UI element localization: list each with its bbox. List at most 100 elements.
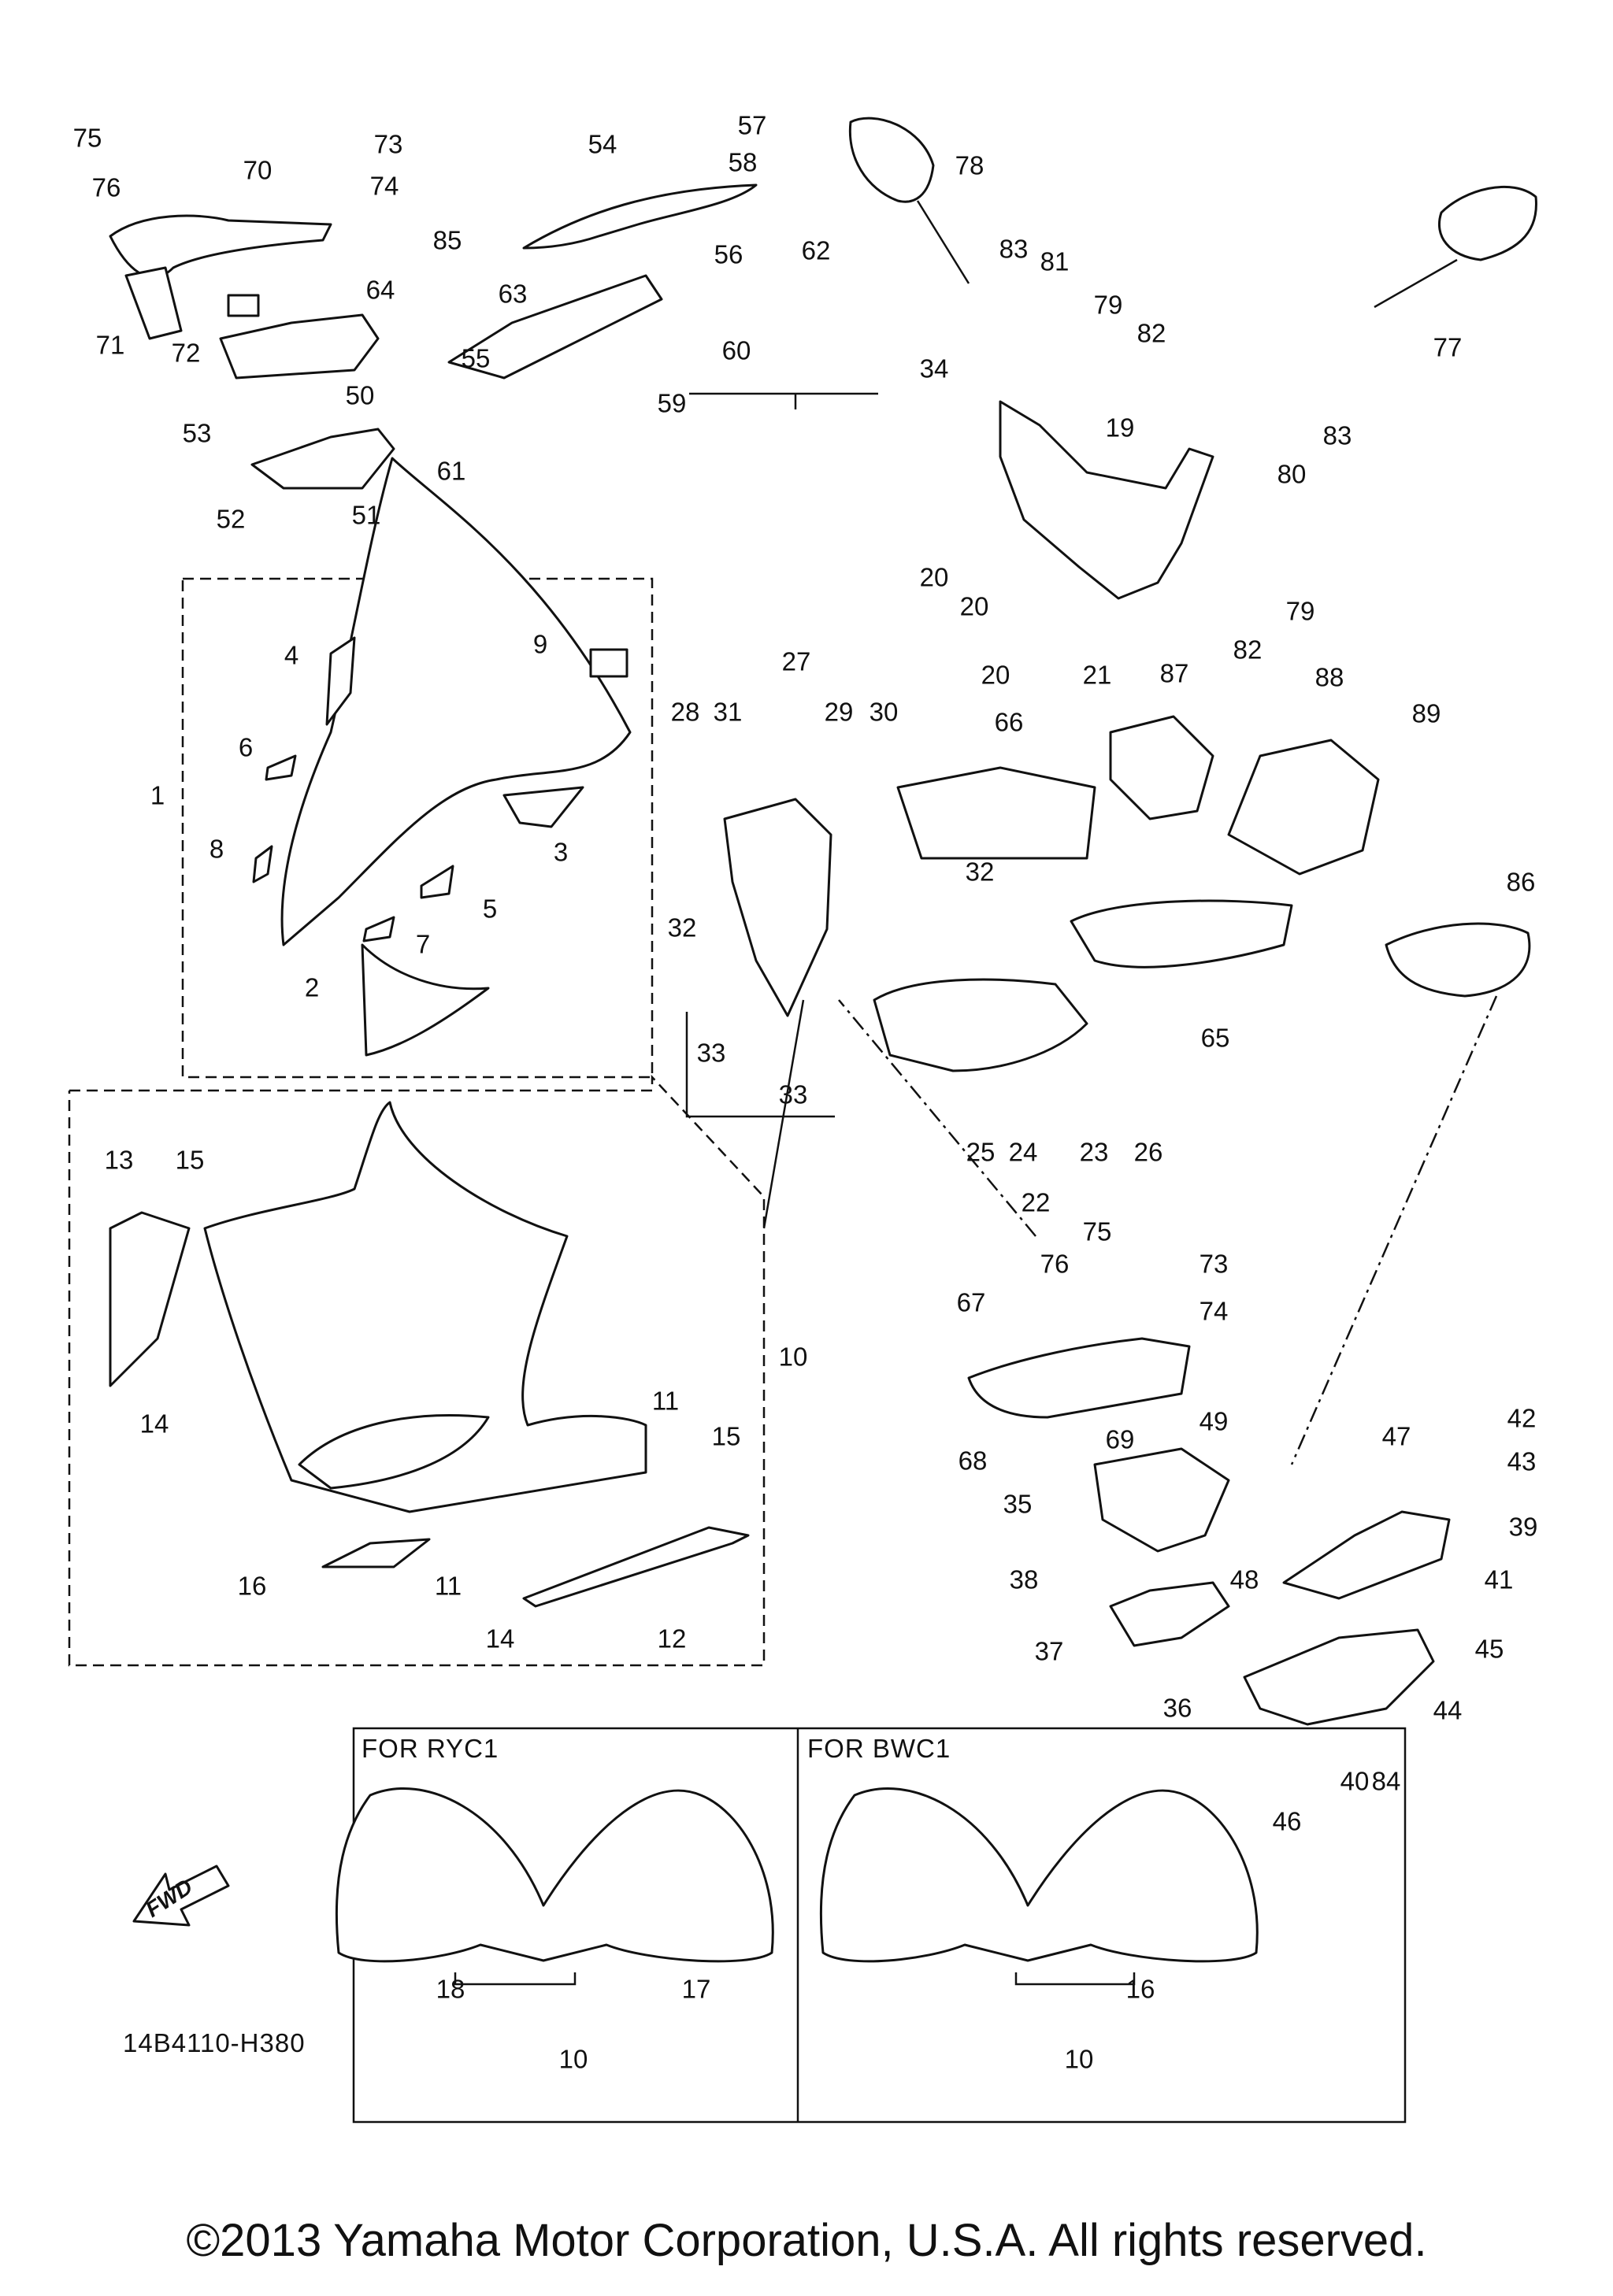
callout-26: 26 (1133, 1137, 1163, 1167)
air-duct-66 (896, 766, 1096, 860)
callout-51: 51 (351, 500, 381, 530)
callout-73b: 73 (1199, 1249, 1229, 1279)
callout-56: 56 (714, 239, 743, 269)
callout-38: 38 (1009, 1565, 1039, 1594)
callout-37: 37 (1034, 1636, 1064, 1666)
callout-9: 9 (532, 629, 548, 659)
callout-14b: 14 (485, 1624, 515, 1653)
mirror-78-stem (916, 200, 970, 284)
callout-15b: 15 (711, 1421, 741, 1451)
callout-45: 45 (1474, 1634, 1504, 1664)
callout-13: 13 (104, 1145, 134, 1175)
air-duct-22 (873, 978, 1088, 1072)
drawing-code: 14B4110-H380 (123, 2028, 306, 2057)
callout-12: 12 (657, 1624, 687, 1653)
callout-80: 80 (1277, 459, 1307, 489)
callout-69: 69 (1105, 1424, 1135, 1454)
callout-20a: 20 (919, 562, 949, 592)
callout-33a: 33 (696, 1038, 726, 1068)
callout-75b: 75 (1082, 1217, 1112, 1246)
callout-70: 70 (243, 155, 273, 185)
variant-title-ryc1: FOR RYC1 (362, 1734, 499, 1763)
callout-87: 87 (1159, 658, 1189, 688)
callout-53: 53 (182, 418, 212, 448)
callout-7: 7 (415, 929, 431, 959)
callout-40: 40 (1340, 1766, 1370, 1796)
callout-64: 64 (365, 275, 395, 305)
decal-6 (265, 754, 297, 781)
callout-86: 86 (1506, 867, 1536, 897)
callout-54: 54 (588, 129, 617, 159)
decal-16 (321, 1538, 431, 1568)
callout-79b: 79 (1285, 596, 1315, 626)
callout-42: 42 (1507, 1403, 1537, 1433)
callout-88: 88 (1315, 662, 1344, 692)
callout-10a: 10 (778, 1342, 808, 1372)
callout-55: 55 (461, 343, 491, 373)
callout-39: 39 (1508, 1512, 1538, 1542)
callout-11b: 11 (434, 1571, 462, 1601)
callout-22: 22 (1021, 1187, 1051, 1217)
callout-73a: 73 (373, 129, 403, 159)
mirror-77 (1437, 185, 1537, 261)
callout-5: 5 (482, 894, 498, 924)
callout-52: 52 (216, 504, 246, 534)
air-duct-65 (1070, 899, 1293, 968)
bracket-51 (250, 428, 395, 490)
bracket-36 (1109, 1581, 1230, 1647)
decal-9 (589, 648, 629, 678)
decal-8 (252, 845, 273, 883)
bracket-40 (1243, 1628, 1435, 1726)
callout-33b: 33 (778, 1079, 808, 1109)
cowling-bwc1 (819, 1787, 1259, 1963)
callout-79a: 79 (1093, 290, 1123, 320)
callout-75a: 75 (72, 123, 102, 153)
callout-10b: 10 (558, 2044, 588, 2074)
decal-5 (420, 865, 454, 899)
callout-8: 8 (209, 834, 224, 864)
callout-76a: 76 (91, 172, 121, 202)
callout-3: 3 (553, 837, 569, 867)
callout-25: 25 (966, 1137, 996, 1167)
lower-panel-12 (522, 1526, 750, 1608)
callout-16a: 16 (237, 1571, 267, 1601)
callout-57: 57 (737, 110, 767, 140)
callout-41: 41 (1484, 1565, 1514, 1594)
callout-68: 68 (958, 1446, 988, 1476)
callout-58: 58 (728, 147, 758, 177)
air-duct-87 (1109, 715, 1214, 820)
callout-46: 46 (1272, 1806, 1302, 1836)
callout-89: 89 (1411, 698, 1441, 728)
callout-6: 6 (238, 732, 254, 762)
callout-67: 67 (956, 1287, 986, 1317)
decal-4 (325, 636, 356, 726)
callout-85: 85 (432, 225, 462, 255)
callout-20c: 20 (981, 660, 1010, 690)
cover-54 (522, 183, 758, 250)
variant-title-bwc1: FOR BWC1 (807, 1734, 951, 1763)
cowling-stay-19 (999, 400, 1214, 600)
callout-24: 24 (1008, 1137, 1038, 1167)
callout-66: 66 (994, 707, 1024, 737)
cover-67 (967, 1337, 1191, 1419)
callout-10c: 10 (1064, 2044, 1094, 2074)
side-panel-13 (109, 1211, 191, 1387)
duct-50 (219, 313, 380, 380)
callout-4: 4 (284, 640, 299, 670)
callout-74b: 74 (1199, 1296, 1229, 1326)
callout-28: 28 (670, 697, 700, 727)
callout-17: 17 (681, 1974, 711, 2004)
callout-21: 21 (1082, 660, 1112, 690)
air-duct-88 (1227, 739, 1380, 876)
callout-44: 44 (1433, 1695, 1463, 1725)
fwd-arrow (132, 1865, 230, 1927)
callout-14a: 14 (139, 1409, 169, 1439)
cover-39 (1282, 1510, 1451, 1600)
callout-72: 72 (171, 338, 201, 368)
callout-11a: 11 (651, 1386, 680, 1416)
mirror-78 (848, 117, 935, 203)
mirror-77-stem (1374, 258, 1458, 309)
callout-20b: 20 (959, 591, 989, 621)
callout-29: 29 (824, 697, 854, 727)
windshield-bracket-3 (502, 786, 584, 828)
